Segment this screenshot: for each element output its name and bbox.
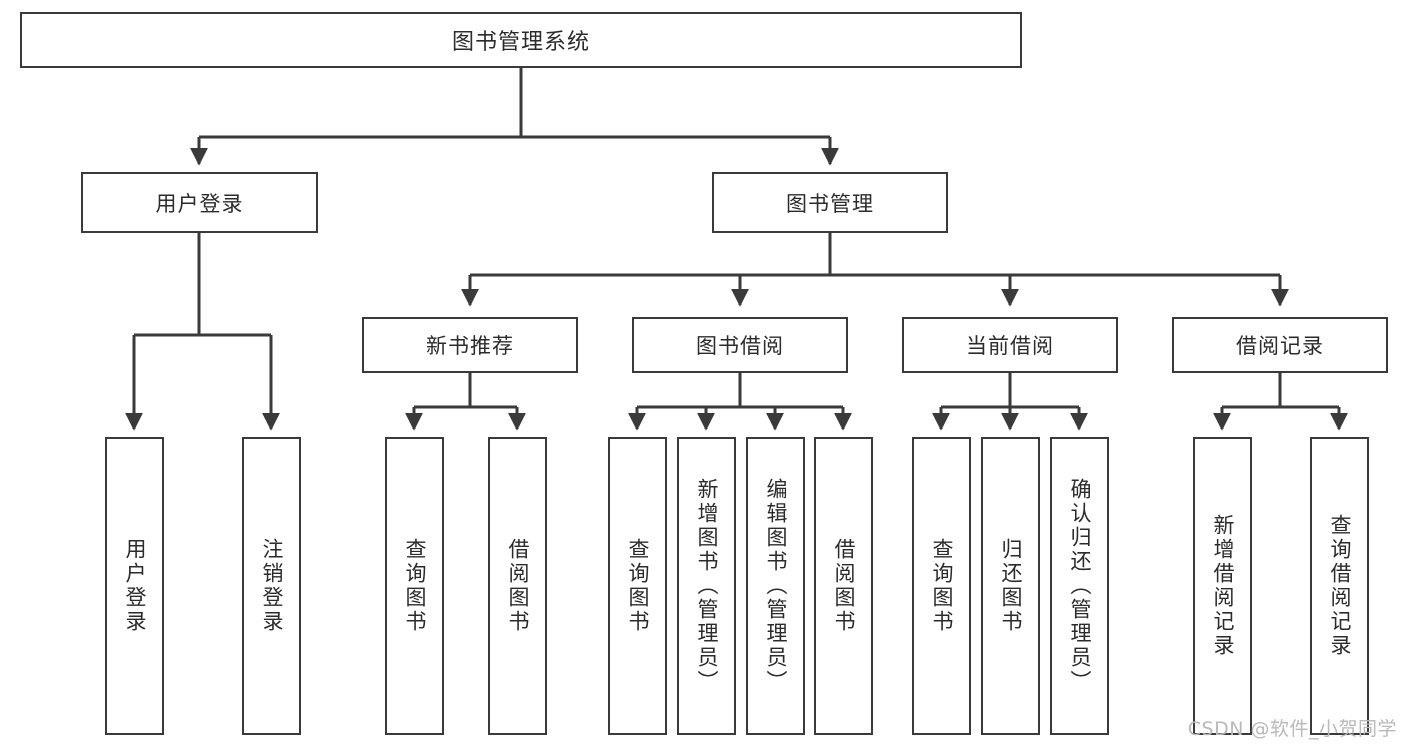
node-label: 查询借阅记录 bbox=[1328, 514, 1352, 658]
leaf-borrow-book[interactable]: 借阅图书 bbox=[814, 437, 873, 735]
node-label: 图书借阅 bbox=[696, 334, 784, 358]
leaf-confirm-return-admin[interactable]: 确认归还（管理员） bbox=[1050, 437, 1109, 735]
node-current-borrowing[interactable]: 当前借阅 bbox=[902, 317, 1118, 373]
leaf-query-book-borrow[interactable]: 查询图书 bbox=[608, 437, 667, 735]
leaf-add-borrow-record[interactable]: 新增借阅记录 bbox=[1193, 437, 1252, 735]
leaf-logout[interactable]: 注销登录 bbox=[242, 437, 301, 735]
leaf-borrow-book-new-rec[interactable]: 借阅图书 bbox=[488, 437, 547, 735]
node-label: 借阅图书 bbox=[832, 538, 856, 634]
node-label: 新增借阅记录 bbox=[1211, 514, 1235, 658]
node-label: 用户登录 bbox=[123, 538, 147, 634]
leaf-add-book-admin[interactable]: 新增图书（管理员） bbox=[677, 437, 736, 735]
node-label: 查询图书 bbox=[626, 538, 650, 634]
leaf-query-borrow-record[interactable]: 查询借阅记录 bbox=[1310, 437, 1369, 735]
node-label: 查询图书 bbox=[930, 538, 954, 634]
leaf-query-book-new-rec[interactable]: 查询图书 bbox=[385, 437, 444, 735]
node-book-management[interactable]: 图书管理 bbox=[712, 172, 948, 233]
node-label: 用户登录 bbox=[155, 191, 244, 216]
node-label: 图书管理 bbox=[786, 191, 874, 216]
node-label: 查询图书 bbox=[403, 538, 427, 634]
node-label: 图书管理系统 bbox=[451, 30, 590, 55]
node-label: 借阅记录 bbox=[1236, 334, 1324, 358]
node-label: 当前借阅 bbox=[966, 334, 1054, 358]
leaf-query-book-current[interactable]: 查询图书 bbox=[912, 437, 971, 735]
node-borrow-records[interactable]: 借阅记录 bbox=[1172, 317, 1388, 373]
node-label: 注销登录 bbox=[260, 538, 284, 634]
node-label: 编辑图书（管理员） bbox=[764, 478, 788, 694]
node-root-book-management-system[interactable]: 图书管理系统 bbox=[20, 12, 1022, 68]
node-user-login[interactable]: 用户登录 bbox=[81, 172, 318, 233]
node-label: 新增图书（管理员） bbox=[695, 478, 719, 694]
node-book-borrowing[interactable]: 图书借阅 bbox=[632, 317, 848, 373]
node-label: 确认归还（管理员） bbox=[1068, 478, 1092, 694]
leaf-edit-book-admin[interactable]: 编辑图书（管理员） bbox=[746, 437, 805, 735]
node-label: 借阅图书 bbox=[506, 538, 530, 634]
node-new-book-recommendation[interactable]: 新书推荐 bbox=[362, 317, 578, 373]
node-label: 新书推荐 bbox=[426, 334, 514, 358]
node-label: 归还图书 bbox=[999, 538, 1023, 634]
leaf-user-login[interactable]: 用户登录 bbox=[105, 437, 164, 735]
leaf-return-book[interactable]: 归还图书 bbox=[981, 437, 1040, 735]
